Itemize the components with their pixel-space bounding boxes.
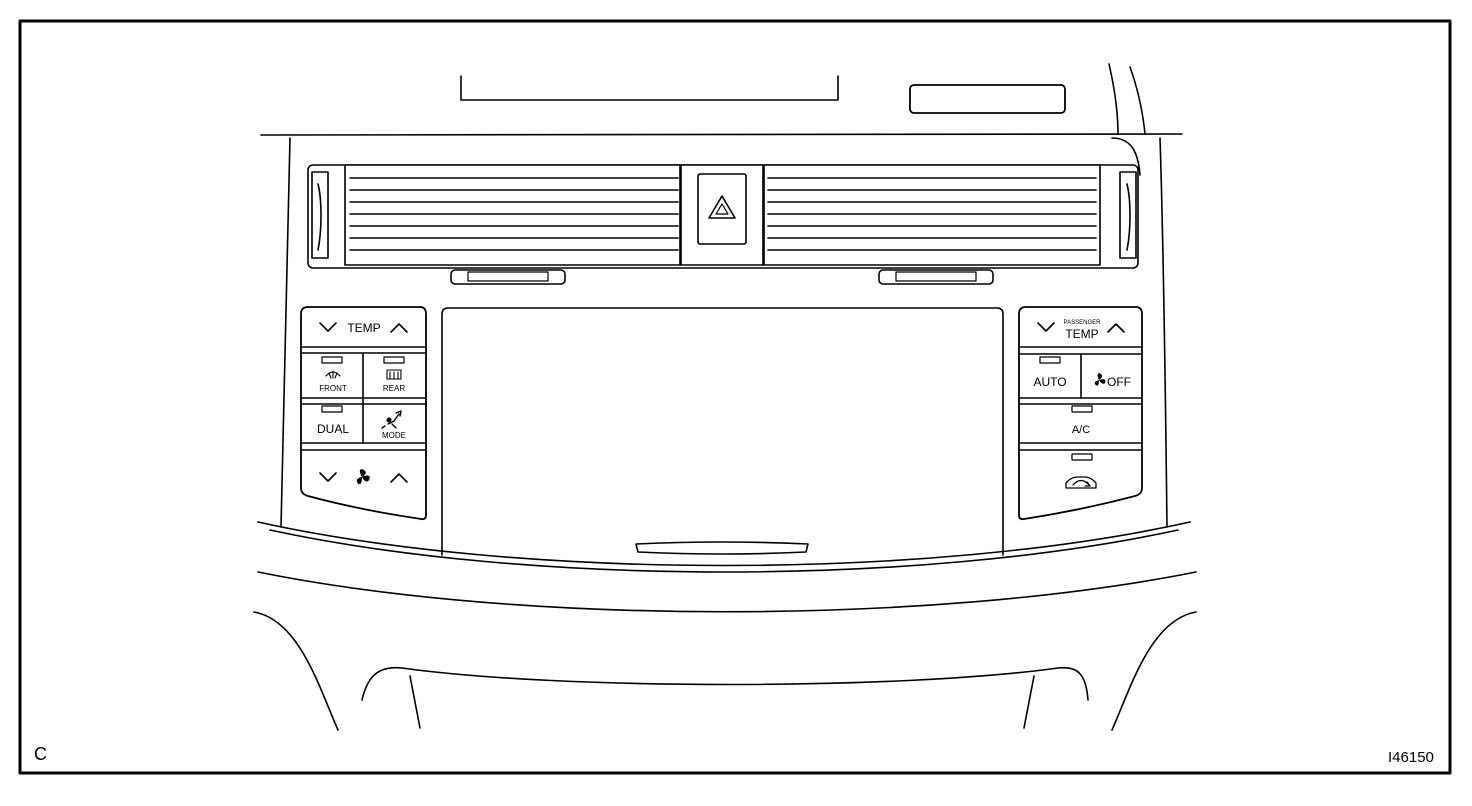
corner-letter: C <box>34 744 47 764</box>
hazard-switch[interactable] <box>680 164 764 266</box>
rear-defroster-button[interactable]: REAR <box>383 356 405 393</box>
rear-defroster-icon <box>386 369 402 380</box>
chevron-down-icon[interactable] <box>319 472 337 482</box>
auto-button[interactable]: AUTO <box>1033 356 1067 389</box>
mode-label: MODE <box>382 431 406 440</box>
fan-icon <box>1094 373 1106 386</box>
chevron-down-icon[interactable] <box>1037 322 1055 332</box>
fan-off-button[interactable]: OFF <box>1094 373 1131 389</box>
dual-button[interactable]: DUAL <box>317 405 349 436</box>
figure-frame <box>18 19 1452 775</box>
front-label: FRONT <box>319 384 347 393</box>
center-display <box>441 307 1004 556</box>
lower-dashboard <box>253 521 1197 731</box>
recirculation-button[interactable] <box>1065 453 1097 489</box>
indicator-led <box>1071 453 1093 461</box>
hazard-triangle-icon <box>708 195 736 219</box>
chevron-down-icon[interactable] <box>319 322 337 332</box>
rear-label: REAR <box>383 384 405 393</box>
chevron-up-icon[interactable] <box>390 473 408 483</box>
indicator-led <box>383 356 405 364</box>
fan-speed-control[interactable] <box>319 469 408 485</box>
indicator-led <box>321 405 343 413</box>
passenger-temp-control[interactable]: PASSENGER TEMP <box>1018 320 1143 355</box>
mode-button[interactable]: MODE <box>381 410 406 440</box>
driver-temp-control[interactable]: TEMP <box>300 321 427 354</box>
off-label: OFF <box>1107 375 1131 389</box>
indicator-led <box>1071 405 1093 413</box>
indicator-led <box>1039 356 1061 364</box>
passenger-temp-label: TEMP <box>1065 327 1098 341</box>
front-defroster-icon <box>325 370 341 379</box>
right-climate-panel: PASSENGER TEMP AUTO OFF A/C <box>1018 306 1143 521</box>
front-defroster-button[interactable]: FRONT <box>319 356 347 393</box>
display-bottom-slot <box>635 541 809 555</box>
upper-dashboard <box>260 63 1183 136</box>
driver-temp-label: TEMP <box>347 321 380 335</box>
left-climate-panel: TEMP FRONT REAR <box>300 306 427 521</box>
center-bezel <box>280 137 1168 528</box>
ac-label: A/C <box>1072 424 1090 436</box>
fan-icon <box>356 469 370 485</box>
chevron-up-icon[interactable] <box>1107 323 1125 333</box>
dual-label: DUAL <box>317 422 349 436</box>
figure-id: I46150 <box>1388 749 1434 766</box>
chevron-up-icon[interactable] <box>390 323 408 333</box>
auto-label: AUTO <box>1033 375 1066 389</box>
recirculation-icon <box>1065 476 1097 489</box>
ac-button[interactable]: A/C <box>1071 405 1093 436</box>
left-air-vent <box>344 164 681 266</box>
right-air-vent <box>763 164 1101 266</box>
airflow-mode-icon <box>381 410 402 429</box>
passenger-label: PASSENGER <box>1064 320 1102 326</box>
indicator-led <box>321 356 343 364</box>
